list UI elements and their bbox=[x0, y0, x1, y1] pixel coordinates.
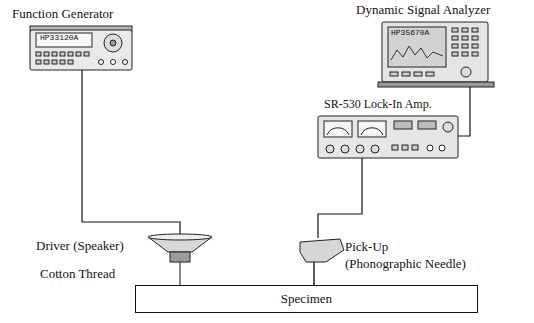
lock-in-amplifier-illustration bbox=[402, 145, 408, 150]
signal-analyzer-illustration bbox=[472, 36, 478, 40]
node-label: Driver (Speaker) bbox=[36, 238, 124, 254]
signal-analyzer-illustration bbox=[390, 72, 398, 76]
signal-cable bbox=[458, 87, 470, 136]
lock-in-amplifier-illustration bbox=[361, 128, 383, 135]
lock-in-amplifier-illustration bbox=[358, 121, 386, 137]
signal-analyzer-illustration bbox=[414, 72, 422, 76]
device-node: SR-530 Lock-In Amp. bbox=[318, 97, 458, 158]
speaker-node: Driver (Speaker) bbox=[36, 234, 216, 262]
function-generator-illustration bbox=[30, 26, 132, 70]
signal-analyzer-illustration bbox=[426, 72, 434, 76]
signal-analyzer-illustration bbox=[452, 36, 458, 40]
function-generator-illustration bbox=[111, 60, 116, 65]
signal-analyzer-illustration bbox=[382, 22, 488, 82]
function-generator-illustration bbox=[99, 60, 104, 65]
signal-analyzer-illustration bbox=[378, 22, 494, 87]
node-label: Specimen bbox=[281, 291, 332, 307]
signal-cable bbox=[318, 158, 362, 238]
lock-in-amplifier-illustration bbox=[318, 116, 458, 158]
speaker-illustration bbox=[148, 234, 212, 262]
lock-in-amplifier-illustration bbox=[371, 145, 379, 153]
node-label: Pick-Up bbox=[345, 239, 388, 255]
thread-label: Cotton Thread bbox=[40, 266, 115, 282]
device-node: Dynamic Signal Analyzer bbox=[352, 2, 528, 87]
signal-analyzer-illustration bbox=[388, 27, 446, 67]
display-text: HP35670A bbox=[391, 29, 429, 38]
function-generator-illustration bbox=[68, 60, 73, 64]
function-generator-illustration bbox=[104, 34, 122, 52]
signal-analyzer-illustration bbox=[462, 28, 468, 32]
speaker-illustration bbox=[148, 234, 212, 240]
signal-analyzer-illustration bbox=[472, 28, 478, 32]
lock-in-amplifier-illustration bbox=[427, 145, 433, 151]
node-label: (Phonographic Needle) bbox=[345, 256, 466, 272]
lock-in-amplifier-illustration bbox=[394, 121, 412, 129]
pickup-illustration bbox=[300, 239, 344, 283]
lock-in-amplifier-illustration bbox=[412, 145, 418, 150]
function-generator-illustration bbox=[36, 52, 41, 56]
lock-in-amplifier-illustration bbox=[443, 122, 453, 132]
cotton-thread bbox=[180, 262, 181, 285]
node-label: Dynamic Signal Analyzer bbox=[356, 2, 490, 18]
function-generator-illustration bbox=[36, 33, 92, 47]
lock-in-amplifier-illustration bbox=[418, 121, 436, 129]
pickup-illustration bbox=[313, 262, 315, 283]
function-generator-illustration bbox=[52, 60, 57, 64]
signal-analyzer-illustration bbox=[391, 46, 443, 60]
signal-cable bbox=[82, 70, 180, 234]
function-generator-illustration bbox=[44, 60, 49, 64]
lock-in-amplifier-illustration bbox=[439, 145, 445, 151]
specimen-box: Specimen bbox=[135, 285, 478, 313]
lock-in-amplifier-illustration bbox=[341, 145, 349, 153]
signal-analyzer-illustration bbox=[452, 28, 458, 32]
pickup-illustration bbox=[300, 239, 344, 262]
signal-analyzer-illustration bbox=[462, 36, 468, 40]
node-label: Function Generator bbox=[12, 6, 113, 22]
function-generator-illustration bbox=[76, 52, 81, 56]
signal-analyzer-illustration bbox=[452, 52, 458, 56]
lock-in-amplifier-illustration bbox=[318, 116, 458, 158]
signal-analyzer-illustration bbox=[472, 52, 478, 56]
signal-analyzer-illustration bbox=[461, 67, 471, 77]
function-generator-illustration bbox=[68, 52, 73, 56]
lock-in-amplifier-illustration bbox=[392, 145, 398, 150]
lock-in-amplifier-illustration bbox=[327, 128, 349, 135]
function-generator-illustration bbox=[110, 40, 116, 46]
function-generator-illustration bbox=[60, 52, 65, 56]
signal-analyzer-illustration bbox=[472, 44, 478, 48]
function-generator-illustration bbox=[52, 52, 57, 56]
function-generator-illustration bbox=[84, 52, 89, 56]
speaker-illustration bbox=[170, 252, 190, 262]
function-generator-illustration bbox=[123, 60, 128, 65]
lock-in-amplifier-illustration bbox=[324, 121, 352, 137]
node-label: SR-530 Lock-In Amp. bbox=[324, 97, 432, 111]
signal-analyzer-illustration bbox=[462, 52, 468, 56]
function-generator-illustration bbox=[60, 60, 65, 64]
display-text: HP33120A bbox=[40, 34, 78, 43]
signal-analyzer-illustration bbox=[402, 72, 410, 76]
signal-analyzer-illustration bbox=[378, 82, 494, 87]
lock-in-amplifier-illustration bbox=[326, 145, 334, 153]
pickup-node: Pick-Up(Phonographic Needle) bbox=[296, 238, 496, 283]
function-generator-illustration bbox=[30, 30, 132, 70]
signal-analyzer-illustration bbox=[452, 44, 458, 48]
function-generator-illustration bbox=[36, 60, 41, 64]
lock-in-amplifier-illustration bbox=[356, 145, 364, 153]
function-generator-illustration bbox=[44, 52, 49, 56]
signal-analyzer-illustration bbox=[462, 44, 468, 48]
